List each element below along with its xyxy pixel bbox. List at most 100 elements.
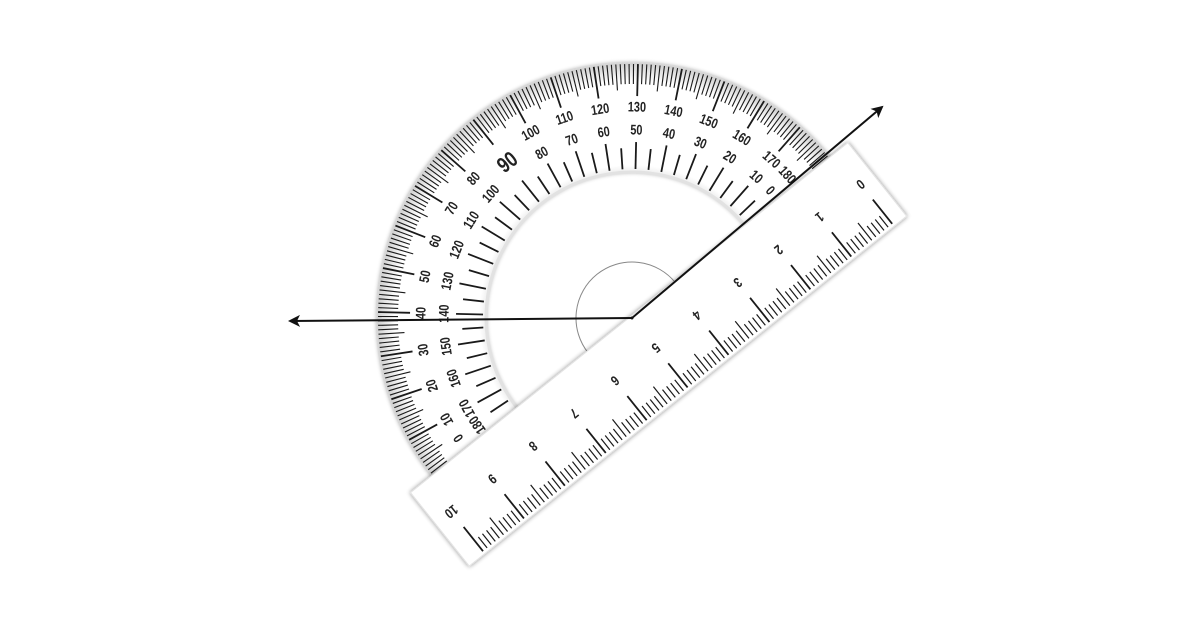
outer-tick (746, 96, 757, 115)
outer-tick (397, 407, 417, 417)
inner-tick (660, 145, 668, 173)
ruler-tick (667, 362, 689, 389)
outer-tick (388, 246, 414, 255)
outer-tick (580, 69, 586, 89)
ruler-tick (547, 480, 558, 493)
outer-tick (378, 332, 405, 335)
outer-tick (386, 250, 407, 257)
inner-scale-label: 120 (446, 238, 467, 261)
outer-tick (584, 68, 590, 89)
ruler-tick (503, 493, 525, 519)
outer-tick (406, 200, 425, 212)
outer-tick (438, 153, 454, 167)
outer-tick (533, 83, 543, 103)
ruler-tick (792, 284, 803, 297)
outer-tick (379, 289, 406, 294)
outer-tick (392, 233, 412, 242)
ruler-tick (702, 356, 713, 369)
outer-scale-label: 100 (519, 122, 542, 144)
ruler-tick (690, 366, 701, 379)
ruler-tick (585, 428, 607, 454)
inner-tick (494, 216, 513, 231)
ruler-tick (539, 487, 549, 500)
outer-tick (732, 90, 746, 114)
ruler-tick (707, 353, 717, 365)
outer-tick (776, 118, 790, 135)
ruler-tick (551, 477, 562, 490)
outer-tick (487, 108, 500, 126)
ruler-tick (490, 526, 500, 539)
outer-tick (809, 152, 826, 166)
ruler-tick (522, 500, 533, 513)
ruler-tick (510, 510, 521, 523)
ruler-tick (735, 330, 746, 343)
inner-tick (477, 388, 502, 404)
outer-scale-label: 50 (416, 269, 434, 284)
ruler-tick (625, 418, 635, 431)
outer-tick (380, 280, 401, 285)
outer-tick (619, 64, 622, 85)
ruler-tick (866, 225, 877, 238)
outer-scale-label: 120 (590, 100, 610, 118)
ruler-tick (756, 313, 766, 326)
outer-tick (415, 440, 434, 452)
ruler-tick (477, 536, 488, 549)
inner-tick (673, 154, 681, 176)
outer-scale-label: 20 (423, 377, 442, 394)
ruler-tick (518, 503, 529, 516)
inner-tick (590, 152, 598, 174)
outer-tick (413, 436, 431, 448)
inner-scale-label: 60 (597, 124, 611, 141)
outer-tick (779, 121, 794, 138)
vertex-point (630, 316, 634, 320)
outer-tick (610, 64, 614, 85)
outer-tick (466, 124, 480, 141)
outer-tick (742, 94, 754, 113)
ruler-tick (489, 517, 504, 536)
outer-tick (380, 285, 400, 289)
outer-tick (796, 142, 817, 161)
inner-tick (499, 201, 521, 221)
outer-tick (392, 396, 412, 404)
ruler-tick (878, 215, 889, 228)
outer-tick (469, 122, 484, 139)
outer-tick (546, 78, 554, 98)
outer-tick (378, 315, 399, 318)
outer-tick (378, 302, 399, 305)
outer-tick (498, 101, 510, 120)
outer-tick (479, 113, 493, 131)
outer-tick (443, 146, 460, 161)
outer-tick (689, 71, 696, 92)
outer-tick (378, 336, 399, 340)
ruler-tick (825, 258, 836, 271)
outer-tick (537, 81, 547, 101)
outer-tick (588, 67, 594, 88)
outer-tick (385, 371, 411, 379)
outer-tick (641, 64, 643, 85)
ruler-tick (788, 287, 799, 300)
ruler-tick (805, 274, 815, 287)
outer-tick (695, 74, 704, 100)
outer-scale-label: 140 (663, 102, 684, 121)
inner-tick (466, 352, 488, 360)
outer-tick (615, 64, 618, 91)
outer-tick (386, 376, 406, 383)
ruler-tick (850, 238, 860, 251)
ruler-tick (571, 461, 582, 473)
ruler-tick (481, 533, 492, 545)
outer-tick (453, 136, 468, 152)
inner-tick (562, 161, 574, 182)
ruler-tick (870, 222, 881, 235)
outer-tick (773, 115, 787, 133)
ruler-tick (711, 350, 721, 362)
ruler-tick (641, 405, 652, 418)
outer-tick (384, 368, 404, 375)
outer-tick (380, 350, 413, 358)
inner-tick (456, 312, 484, 316)
outer-tick (705, 76, 713, 97)
outer-tick (395, 224, 426, 239)
outer-tick (746, 100, 765, 129)
outer-tick (406, 426, 425, 437)
outer-tick (529, 85, 542, 110)
outer-tick (483, 111, 497, 129)
